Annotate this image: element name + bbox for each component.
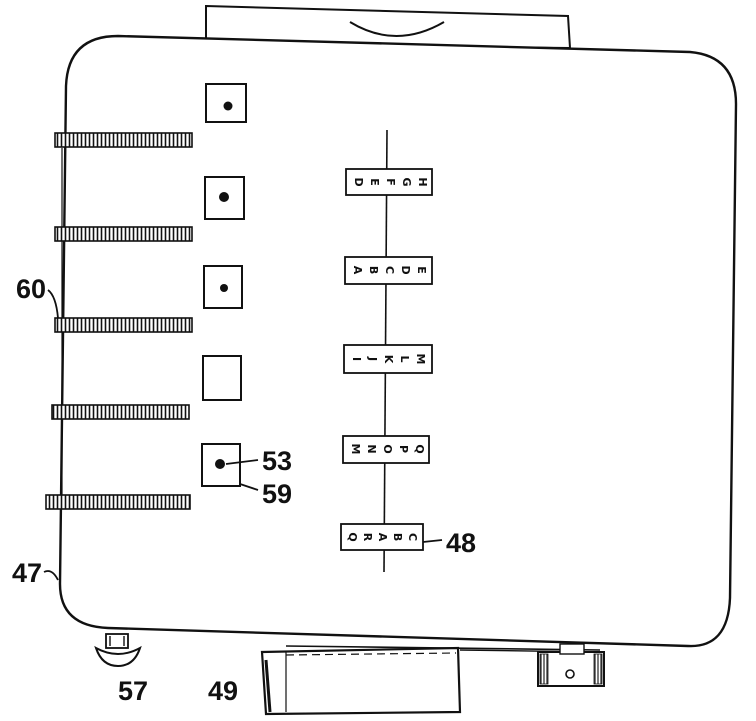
strip-letter: H <box>416 177 429 186</box>
indicator-dot <box>215 459 225 469</box>
bottom-block <box>260 645 601 716</box>
strip-letter: D <box>399 265 412 274</box>
strip-letter: P <box>397 445 410 453</box>
strip-letter: C <box>383 266 396 274</box>
letter-strip: D E F G H <box>345 168 433 196</box>
strip-letter: D <box>352 177 365 186</box>
strip-letter: I <box>350 357 363 361</box>
indicator-windows <box>201 83 247 487</box>
strip-letter: Q <box>413 444 426 453</box>
strip-letter: L <box>398 355 411 362</box>
ref-label-48: 48 <box>446 528 476 558</box>
knurled-wheel <box>45 494 191 510</box>
strip-letter: N <box>365 444 378 453</box>
knurled-wheel <box>54 226 193 242</box>
letter-strip: I J K L M <box>343 344 433 374</box>
strip-letter: E <box>368 178 381 186</box>
letter-strip: Q R A B C <box>340 523 424 551</box>
letter-strip: M N O P Q <box>342 435 430 464</box>
strip-letter: Q <box>346 532 359 541</box>
indicator-window <box>202 355 242 401</box>
strip-letter: B <box>391 533 404 541</box>
strip-letter: G <box>400 177 413 186</box>
strip-letter: F <box>384 178 397 186</box>
strip-letter: A <box>351 266 364 275</box>
indicator-dot <box>219 192 229 202</box>
strip-letter: K <box>382 355 395 364</box>
ref-label-57: 57 <box>118 676 148 706</box>
ref-label-59: 59 <box>262 479 292 509</box>
strip-letter: M <box>349 444 362 455</box>
knurled-wheels <box>45 132 193 510</box>
knurled-wheel <box>51 404 190 420</box>
strip-letter: A <box>376 533 389 542</box>
indicator-dot <box>223 101 233 111</box>
strip-letter: E <box>415 266 428 274</box>
knob <box>94 633 142 668</box>
ref-label-47: 47 <box>12 558 42 588</box>
strip-letter: R <box>361 533 374 542</box>
strip-letter: O <box>381 444 394 453</box>
strip-letter: C <box>406 533 419 541</box>
knurled-wheel <box>54 317 193 333</box>
strip-letter: B <box>367 266 380 274</box>
bottom-right-bracket <box>537 643 605 687</box>
ref-label-49: 49 <box>208 676 238 706</box>
strip-letter: M <box>414 354 427 365</box>
strip-letter: J <box>366 356 379 361</box>
letter-strips: D E F G H A B C D E I J K L M M N O P <box>340 168 433 551</box>
housing-outline <box>58 34 738 648</box>
letter-strip: A B C D E <box>344 256 433 285</box>
leader-lines <box>43 289 443 581</box>
knurled-wheel <box>54 132 193 148</box>
indicator-dot <box>220 284 228 292</box>
ref-label-53: 53 <box>262 446 292 476</box>
ref-label-60: 60 <box>16 274 46 304</box>
